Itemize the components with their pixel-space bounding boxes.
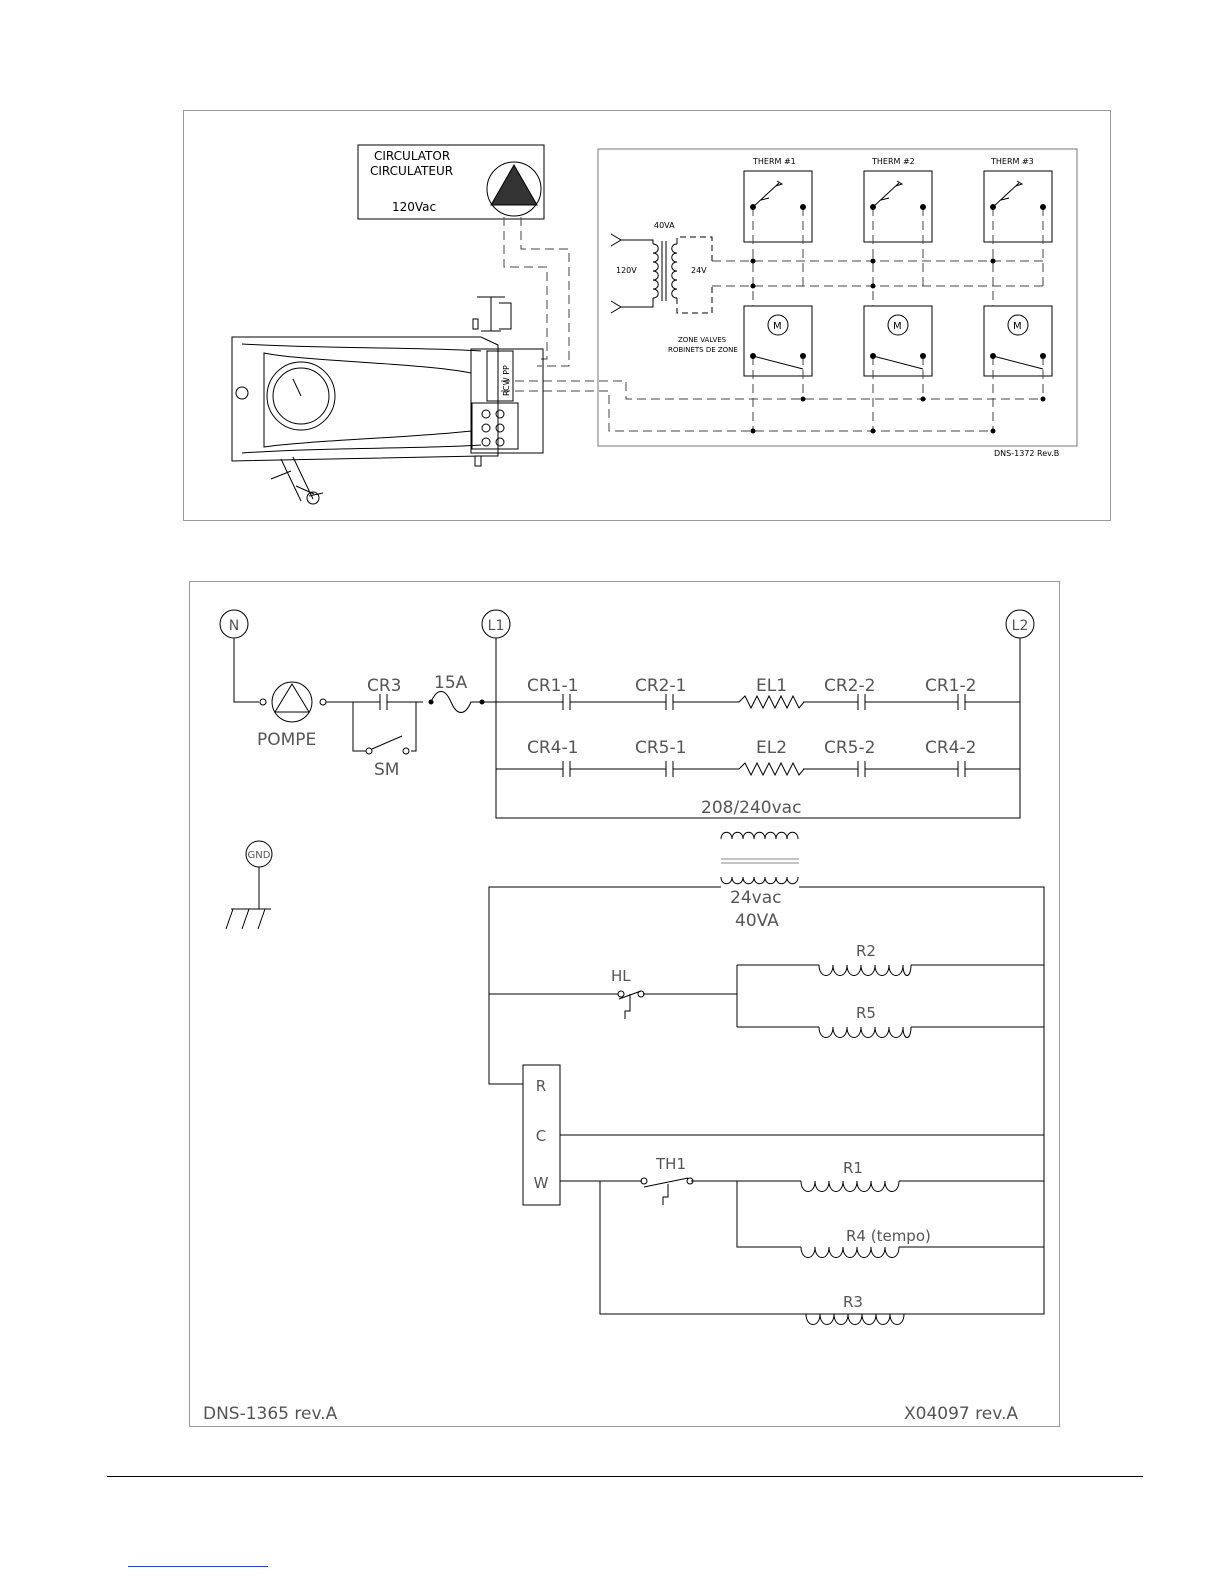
- el2-heating-element: [739, 763, 804, 775]
- zone-wiring-figure: CIRCULATOR CIRCULATEUR 120Vac 40VA 120V …: [183, 110, 1111, 521]
- r1-label: R1: [843, 1159, 863, 1177]
- circulator-voltage: 120Vac: [392, 200, 436, 214]
- r1-coil: [801, 1181, 899, 1192]
- zone-valve-boxes: [744, 306, 1052, 376]
- thermostat-2-label: THERM #2: [871, 157, 915, 166]
- r4-coil: [801, 1247, 899, 1258]
- th1-thermal-switch: [644, 1178, 688, 1205]
- zone-valve-2-motor: M: [893, 321, 902, 332]
- zone-valves-label-en: ZONE VALVES: [678, 336, 727, 344]
- row2-label-5: CR4-2: [925, 738, 976, 758]
- transformer-primary-coil: [721, 832, 798, 839]
- row2-label-1: CR4-1: [527, 738, 578, 758]
- footer-link-underline[interactable]: [128, 1566, 268, 1567]
- zone-valve-3-motor: M: [1013, 321, 1022, 332]
- r4-label: R4 (tempo): [846, 1227, 931, 1245]
- primary-voltage-label: 208/240vac: [701, 798, 801, 818]
- secondary-rating-label: 40VA: [735, 911, 779, 931]
- ground-icon: [226, 867, 271, 929]
- footer-rule: [107, 1476, 1143, 1477]
- r3-label: R3: [843, 1293, 863, 1311]
- terminal-w-label: W: [534, 1174, 549, 1192]
- sm-label: SM: [374, 760, 399, 780]
- r3-coil: [806, 1314, 904, 1325]
- fuse-15a: [431, 692, 481, 713]
- r5-coil: [819, 1027, 911, 1038]
- row1-label-3: EL1: [756, 676, 787, 696]
- ladder-schematic-drawing: N L1 L2 GND POMPE CR3 SM 15A CR1-1 CR2-1…: [190, 582, 1061, 1428]
- zone-wiring-drawing: CIRCULATOR CIRCULATEUR 120Vac 40VA 120V …: [184, 111, 1112, 522]
- row2-label-3: EL2: [756, 738, 787, 758]
- fuse-label: 15A: [434, 673, 468, 693]
- line2-label: L2: [1012, 618, 1029, 634]
- cr3-contact: [380, 694, 387, 710]
- pump-symbol: [272, 682, 312, 722]
- bottom-drawing-number-left: DNS-1365 rev.A: [203, 1404, 338, 1424]
- sm-switch: [372, 736, 402, 749]
- row2-label-4: CR5-2: [824, 738, 875, 758]
- r2-coil: [819, 965, 911, 976]
- top-drawing-number: DNS-1372 Rev.B: [994, 449, 1059, 458]
- row1-label-1: CR1-1: [527, 676, 578, 696]
- circulator-label-fr: CIRCULATEUR: [370, 164, 453, 178]
- thermostat-boxes: [744, 171, 1052, 242]
- transformer-secondary-coil: [721, 877, 798, 884]
- row2-label-2: CR5-1: [635, 738, 686, 758]
- hl-limit-switch: [619, 991, 641, 1019]
- circulator-label-en: CIRCULATOR: [374, 149, 450, 163]
- thermostat-3-label: THERM #3: [990, 157, 1034, 166]
- cr3-label: CR3: [367, 676, 402, 696]
- ground-label: GND: [248, 850, 271, 861]
- boiler-unit: [232, 297, 543, 504]
- th1-label: TH1: [655, 1155, 686, 1173]
- thermostat-1-label: THERM #1: [752, 157, 796, 166]
- transformer-secondary: 24V: [691, 266, 707, 275]
- terminal-strip-labels: RCW PP: [502, 365, 511, 396]
- zone-valve-1-motor: M: [773, 321, 782, 332]
- zone-valves-label-fr: ROBINETS DE ZONE: [668, 346, 738, 354]
- secondary-voltage-label: 24vac: [730, 888, 781, 908]
- r2-label: R2: [856, 942, 876, 960]
- pump-triangle-icon: [275, 684, 309, 712]
- row1-label-4: CR2-2: [824, 676, 875, 696]
- zone-panel: [598, 149, 1077, 446]
- ladder-schematic-figure: N L1 L2 GND POMPE CR3 SM 15A CR1-1 CR2-1…: [189, 581, 1060, 1427]
- row1-label-2: CR2-1: [635, 676, 686, 696]
- neutral-label: N: [229, 618, 239, 634]
- line1-label: L1: [488, 618, 505, 634]
- terminal-r-label: R: [536, 1077, 546, 1095]
- r5-label: R5: [856, 1004, 876, 1022]
- transformer-rating: 40VA: [654, 221, 675, 230]
- transformer-primary: 120V: [616, 266, 637, 275]
- pump-triangle-icon: [491, 165, 537, 205]
- hl-label: HL: [611, 967, 631, 985]
- pump-label: POMPE: [257, 730, 316, 750]
- row1-label-5: CR1-2: [925, 676, 976, 696]
- terminal-c-label: C: [536, 1127, 546, 1145]
- bottom-drawing-number-right: X04097 rev.A: [904, 1404, 1018, 1424]
- el1-heating-element: [739, 696, 804, 708]
